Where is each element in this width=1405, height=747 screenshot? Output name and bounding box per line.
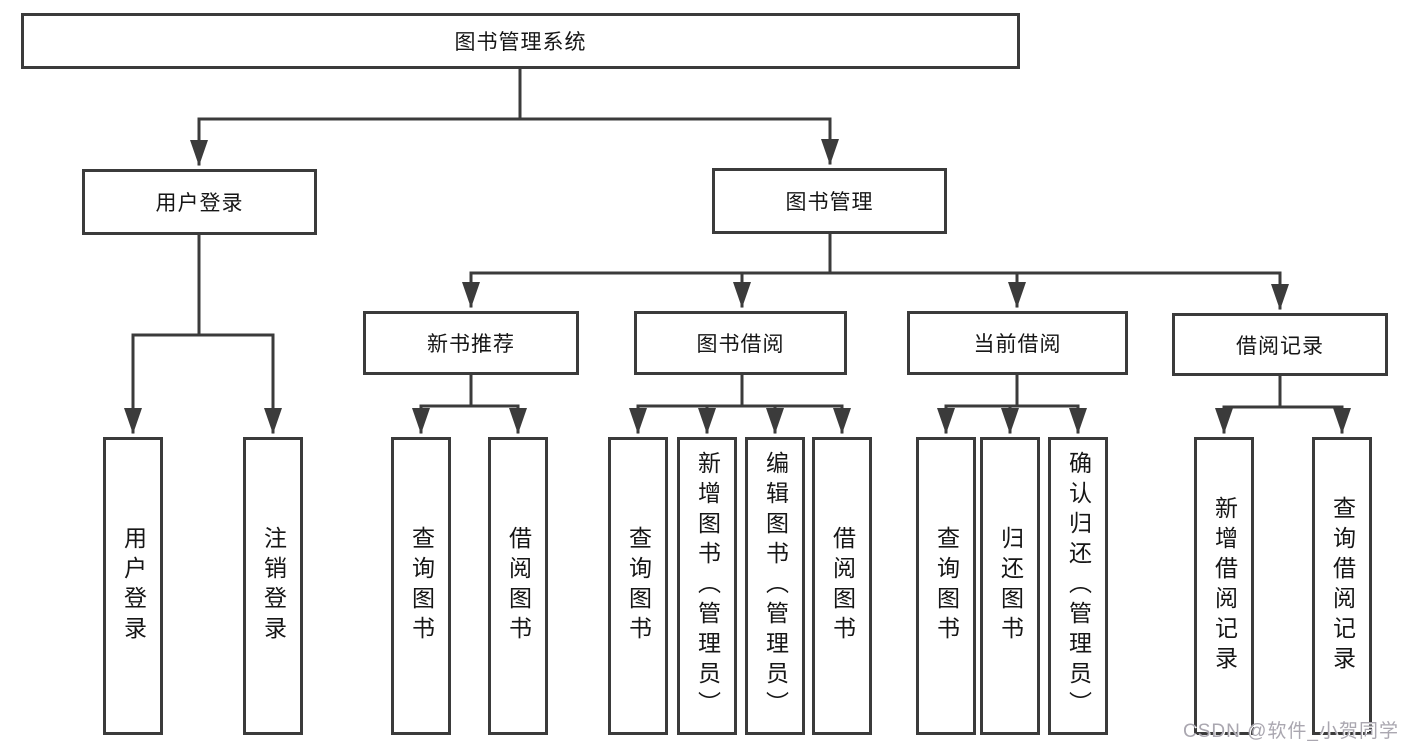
leaf-add-borrow-record-label: 新增借阅记录 bbox=[1211, 496, 1238, 676]
leaf-add-books-admin: 新增图书（管理员） bbox=[677, 437, 737, 735]
leaf-query-books-current-label: 查询图书 bbox=[933, 526, 960, 646]
leaf-edit-books-admin-label: 编辑图书（管理员） bbox=[762, 451, 789, 721]
node-new-book-recommend: 新书推荐 bbox=[363, 311, 579, 375]
node-book-management-label: 图书管理 bbox=[785, 191, 874, 214]
node-current-borrowing: 当前借阅 bbox=[907, 311, 1128, 375]
leaf-return-books: 归还图书 bbox=[980, 437, 1040, 735]
leaf-confirm-return-admin-label: 确认归还（管理员） bbox=[1065, 451, 1092, 721]
node-borrowing-records-label: 借阅记录 bbox=[1236, 334, 1324, 358]
node-book-management: 图书管理 bbox=[712, 168, 947, 234]
leaf-logout-label: 注销登录 bbox=[260, 526, 287, 646]
leaf-confirm-return-admin: 确认归还（管理员） bbox=[1048, 437, 1108, 735]
node-user-login: 用户登录 bbox=[82, 169, 317, 235]
leaf-edit-books-admin: 编辑图书（管理员） bbox=[745, 437, 805, 735]
leaf-user-login: 用户登录 bbox=[103, 437, 163, 735]
leaf-borrow-books: 借阅图书 bbox=[812, 437, 872, 735]
leaf-borrow-books-recommend: 借阅图书 bbox=[488, 437, 548, 735]
node-new-book-recommend-label: 新书推荐 bbox=[427, 333, 515, 356]
leaf-logout: 注销登录 bbox=[243, 437, 303, 735]
leaf-query-books-borrowing: 查询图书 bbox=[608, 437, 668, 735]
leaf-query-books-recommend-label: 查询图书 bbox=[408, 526, 435, 646]
leaf-query-books-recommend: 查询图书 bbox=[391, 437, 451, 735]
leaf-borrow-books-recommend-label: 借阅图书 bbox=[505, 526, 532, 646]
node-user-login-label: 用户登录 bbox=[155, 192, 244, 215]
leaf-user-login-label: 用户登录 bbox=[120, 526, 147, 646]
node-current-borrowing-label: 当前借阅 bbox=[973, 333, 1062, 356]
csdn-watermark: CSDN @软件_小贺同学 bbox=[1183, 721, 1399, 742]
node-root-system: 图书管理系统 bbox=[21, 13, 1020, 69]
leaf-query-books-current: 查询图书 bbox=[916, 437, 976, 735]
node-borrowing-records: 借阅记录 bbox=[1172, 313, 1388, 376]
leaf-add-borrow-record: 新增借阅记录 bbox=[1194, 437, 1254, 735]
node-book-borrowing-label: 图书借阅 bbox=[696, 333, 785, 356]
leaf-query-borrow-record-label: 查询借阅记录 bbox=[1329, 496, 1356, 676]
leaf-query-books-borrowing-label: 查询图书 bbox=[625, 526, 652, 646]
leaf-return-books-label: 归还图书 bbox=[997, 526, 1024, 646]
leaf-add-books-admin-label: 新增图书（管理员） bbox=[694, 451, 721, 721]
leaf-borrow-books-label: 借阅图书 bbox=[829, 526, 856, 646]
node-book-borrowing: 图书借阅 bbox=[634, 311, 847, 375]
node-root-label: 图书管理系统 bbox=[454, 31, 587, 54]
leaf-query-borrow-record: 查询借阅记录 bbox=[1312, 437, 1372, 735]
